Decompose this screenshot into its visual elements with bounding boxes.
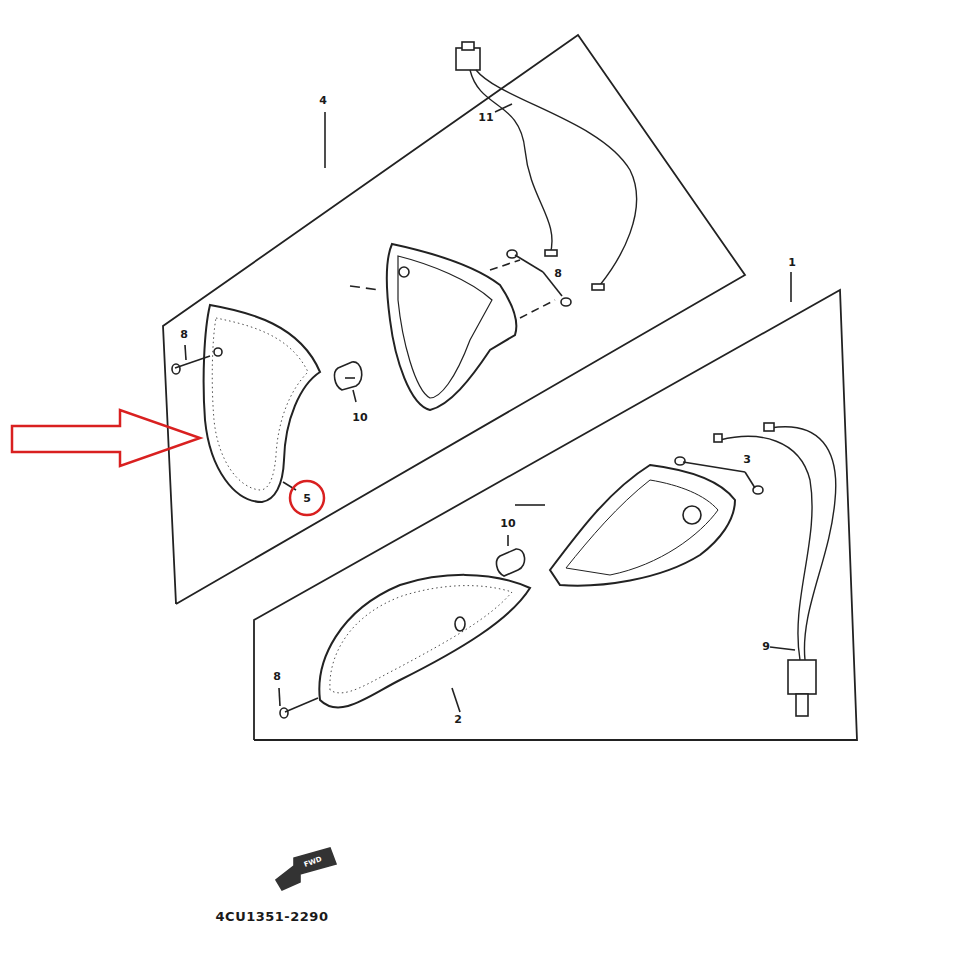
callout-number: 3 [743,454,751,465]
callout-number: 5 [303,493,311,504]
callout-number: 10 [500,518,515,529]
callout-number: 11 [478,112,493,123]
callout-number: 9 [762,641,770,652]
callout-number: 8 [554,268,562,279]
callout-number: 1 [788,257,796,268]
callout-number: 8 [273,671,281,682]
part-number: 4CU1351-2290 [216,910,329,923]
callout-number: 8 [180,329,188,340]
callout-number: 10 [352,412,367,423]
callout-number: 2 [454,714,462,725]
callout-number: 4 [319,95,327,106]
